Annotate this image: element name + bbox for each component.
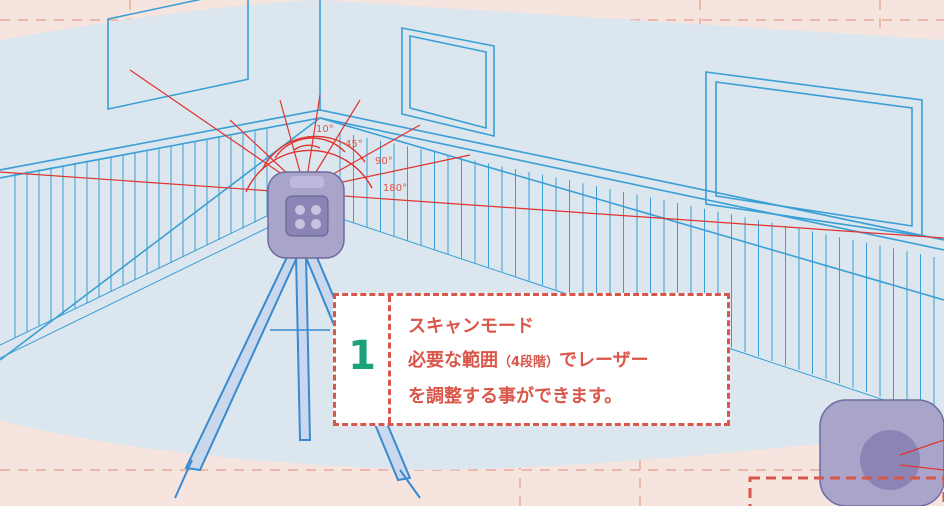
- angle-label-90: 90°: [375, 156, 393, 167]
- callout-line-2: 必要な範囲（4段階）でレーザー: [408, 346, 649, 372]
- angle-label-180: 180°: [383, 183, 407, 194]
- angle-arcs: [245, 135, 373, 193]
- callout-line-3: を調整する事ができます。: [408, 386, 623, 407]
- scan-mode-callout: 1 スキャンモード 必要な範囲（4段階）でレーザー を調整する事ができます。: [333, 293, 730, 426]
- partial-callout-box: [748, 476, 944, 506]
- callout-divider: [388, 296, 391, 423]
- callout-line-2b: （4段階）: [498, 355, 560, 370]
- wainscot-left: [14, 129, 268, 338]
- angle-label-45: 45°: [345, 139, 363, 150]
- callout-line-2c: でレーザー: [559, 350, 649, 371]
- callout-line-2a: 必要な範囲: [408, 350, 498, 371]
- laser-level-partial-icon: [819, 399, 944, 506]
- callout-title: スキャンモード: [408, 316, 534, 337]
- wainscot-right: [339, 132, 935, 415]
- rotating-laser-level-icon: [267, 171, 345, 259]
- callout-number: 1: [348, 333, 376, 379]
- angle-labels: 10° 45° 90° 180°: [316, 124, 407, 194]
- angle-label-10: 10°: [316, 124, 334, 135]
